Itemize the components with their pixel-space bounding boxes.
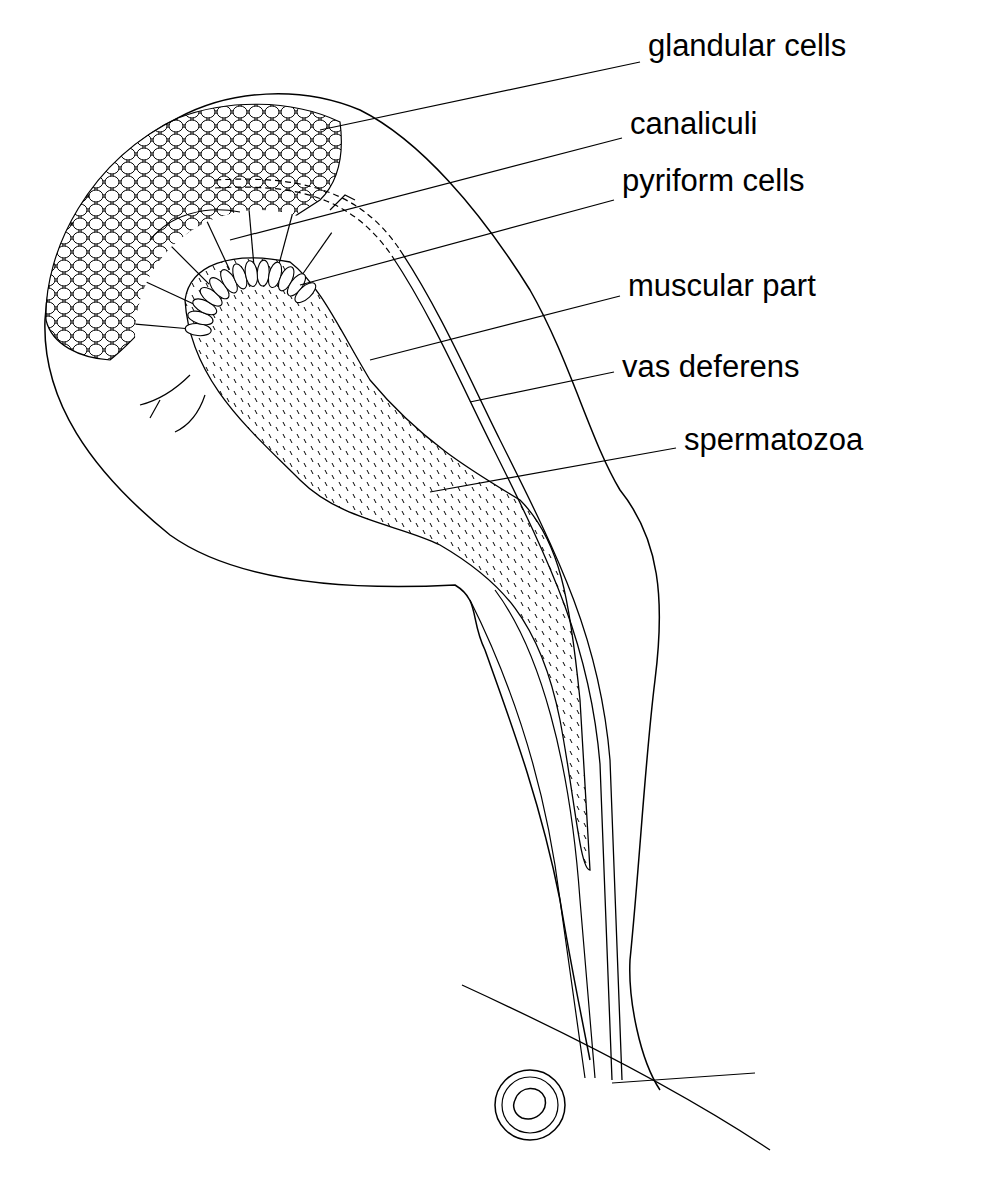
- part-label: vas deferens: [620, 349, 802, 385]
- part-label: spermatozoa: [682, 422, 865, 458]
- part-label: glandular cells: [646, 28, 848, 64]
- part-label: pyriform cells: [620, 163, 807, 199]
- part-label: muscular part: [626, 268, 818, 304]
- part-label: canaliculi: [628, 106, 760, 142]
